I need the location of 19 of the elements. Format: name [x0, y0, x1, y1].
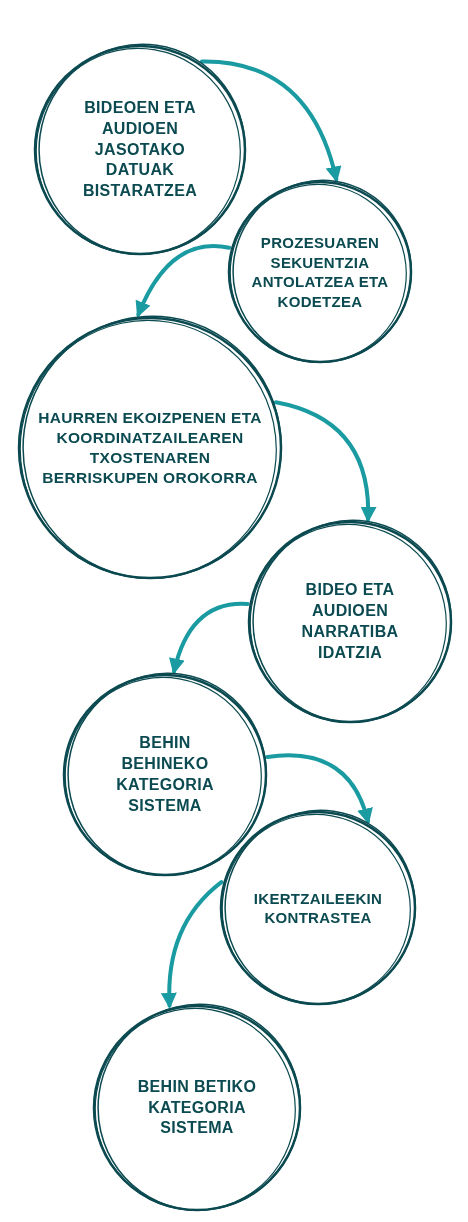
curved-arrow [265, 753, 373, 825]
sketch-circle [16, 314, 284, 582]
curved-arrow [199, 59, 341, 183]
step-label: BIDEOEN ETA AUDIOEN JASOTAKO DATUAK BISTARATZEA [82, 98, 198, 202]
curved-arrow [169, 601, 250, 675]
sketch-circle [91, 1002, 303, 1214]
sketch-circle [246, 518, 454, 726]
step-label: BIDEO ETA AUDIOEN NARRATIBA IDATZIA [300, 580, 400, 663]
step-label: HAURREN EKOIZPENEN ETA KOORDINATZAILEAREN TXOSTENAREN BERRISKUPEN OROKORRA [37, 407, 263, 489]
curved-arrow [136, 244, 232, 318]
step-label: PROZESUAREN SEKUENTZIA ANTOLATZEA ETA KODETZEA [250, 233, 390, 311]
curved-arrow [273, 400, 377, 523]
step-label: BEHIN BETIKO KATEGORIA SISTEMA [136, 1076, 258, 1139]
sketch-circle [218, 808, 418, 1008]
step-label: IKERTZAILEEKIN KONTRASTEA [252, 888, 384, 928]
sketch-circle [32, 42, 248, 258]
sketch-circle [61, 671, 269, 879]
sketch-circle [226, 178, 414, 366]
step-label: BEHIN BEHINEKO KATEGORIA SISTEMA [115, 733, 215, 816]
